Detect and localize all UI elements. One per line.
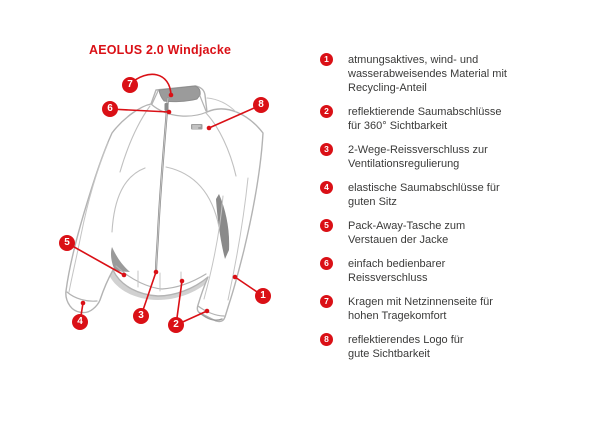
marker-4: 4: [72, 314, 88, 330]
leader-lines: [66, 73, 264, 326]
marker-3: 3: [133, 308, 149, 324]
marker-7: 7: [122, 77, 138, 93]
leader-dot-8: [206, 125, 212, 131]
legend-item-3: 3 2-Wege-Reissverschluss zur Ventilation…: [320, 143, 582, 171]
marker-8: 8: [253, 97, 269, 113]
neck-seam: [150, 103, 208, 117]
legend-number-3: 3: [320, 143, 333, 156]
legend-text-4: elastische Saumabschlüsse für guten Sitz: [348, 182, 500, 208]
hem-band-top-edge: [115, 265, 207, 290]
leader-line-8: [208, 104, 262, 129]
chest-logo-text-lines: [192, 125, 201, 129]
legend-text-5: Pack-Away-Tasche zum Verstauen der Jacke: [348, 220, 466, 246]
page-title: AEOLUS 2.0 Windjacke: [89, 43, 232, 57]
raglan-seam-right: [205, 112, 237, 177]
zipper-pull: [164, 103, 169, 111]
legend-item-5: 5 Pack-Away-Tasche zum Verstauen der Jac…: [320, 219, 582, 247]
legend-text-2: reflektierende Saumabschlüsse für 360° S…: [348, 106, 502, 132]
leader-dot-4: [80, 300, 86, 306]
legend-item-1: 1 atmungsaktives, wind- und wasserabweis…: [320, 53, 582, 95]
legend-item-2: 2 reflektierende Saumabschlüsse für 360°…: [320, 105, 582, 133]
leader-dot-2a: [179, 278, 185, 284]
leader-dot-7: [168, 92, 174, 98]
collar-opening: [158, 85, 201, 103]
collar-right-edge: [199, 95, 207, 112]
sleeve-seam-right-inner: [203, 195, 224, 300]
hem-shadow: [109, 270, 209, 300]
leader-line-6: [109, 108, 170, 113]
side-panel-shadow: [216, 194, 230, 259]
legend-text-3: 2-Wege-Reissverschluss zur Ventilationsr…: [348, 144, 488, 170]
cuff-line-right: [197, 305, 225, 317]
legend-number-6: 6: [320, 257, 333, 270]
marker-1: 1: [255, 288, 271, 304]
sleeve-seam-right-outer: [227, 177, 249, 301]
chest-logo: [191, 124, 203, 130]
leader-dot-5: [121, 272, 127, 278]
chest-seam-left: [111, 167, 146, 233]
marker-6: 6: [102, 101, 118, 117]
marker-5: 5: [59, 235, 75, 251]
leader-dot-6: [166, 109, 172, 115]
legend-number-8: 8: [320, 333, 333, 346]
cuff-shadow-right: [199, 312, 223, 321]
legend-number-1: 1: [320, 53, 333, 66]
legend-text-6: einfach bedienbarer Reissverschluss: [348, 258, 446, 284]
legend-number-4: 4: [320, 181, 333, 194]
legend-text-1: atmungsaktives, wind- und wasserabweisen…: [348, 54, 507, 94]
leader-dot-3: [153, 269, 159, 275]
feature-legend: 1 atmungsaktives, wind- und wasserabweis…: [320, 53, 582, 361]
marker-2: 2: [168, 317, 184, 333]
back-shoulder-line: [206, 97, 237, 113]
legend-item-6: 6 einfach bedienbarer Reissverschluss: [320, 257, 582, 285]
legend-item-7: 7 Kragen mit Netzinnenseite für hohen Tr…: [320, 295, 582, 323]
leader-line-5: [66, 242, 125, 276]
chest-seam-right: [165, 166, 220, 228]
legend-number-2: 2: [320, 105, 333, 118]
leader-dots: [80, 92, 238, 314]
sleeve-seam-left: [68, 142, 109, 293]
leader-dot-1: [232, 274, 238, 280]
zipper-highlight: [155, 97, 169, 273]
legend-text-8: reflektierendes Logo für gute Sichtbarke…: [348, 334, 464, 360]
legend-item-4: 4 elastische Saumabschlüsse für guten Si…: [320, 181, 582, 209]
legend-number-5: 5: [320, 219, 333, 232]
cuff-line-left: [66, 291, 98, 302]
legend-text-7: Kragen mit Netzinnenseite für hohen Trag…: [348, 296, 493, 322]
legend-item-8: 8 reflektierendes Logo für gute Sichtbar…: [320, 333, 582, 361]
legend-number-7: 7: [320, 295, 333, 308]
leader-dot-2b: [204, 308, 210, 314]
collar-left-edge: [151, 90, 159, 105]
jacket-silhouette: [65, 85, 264, 323]
